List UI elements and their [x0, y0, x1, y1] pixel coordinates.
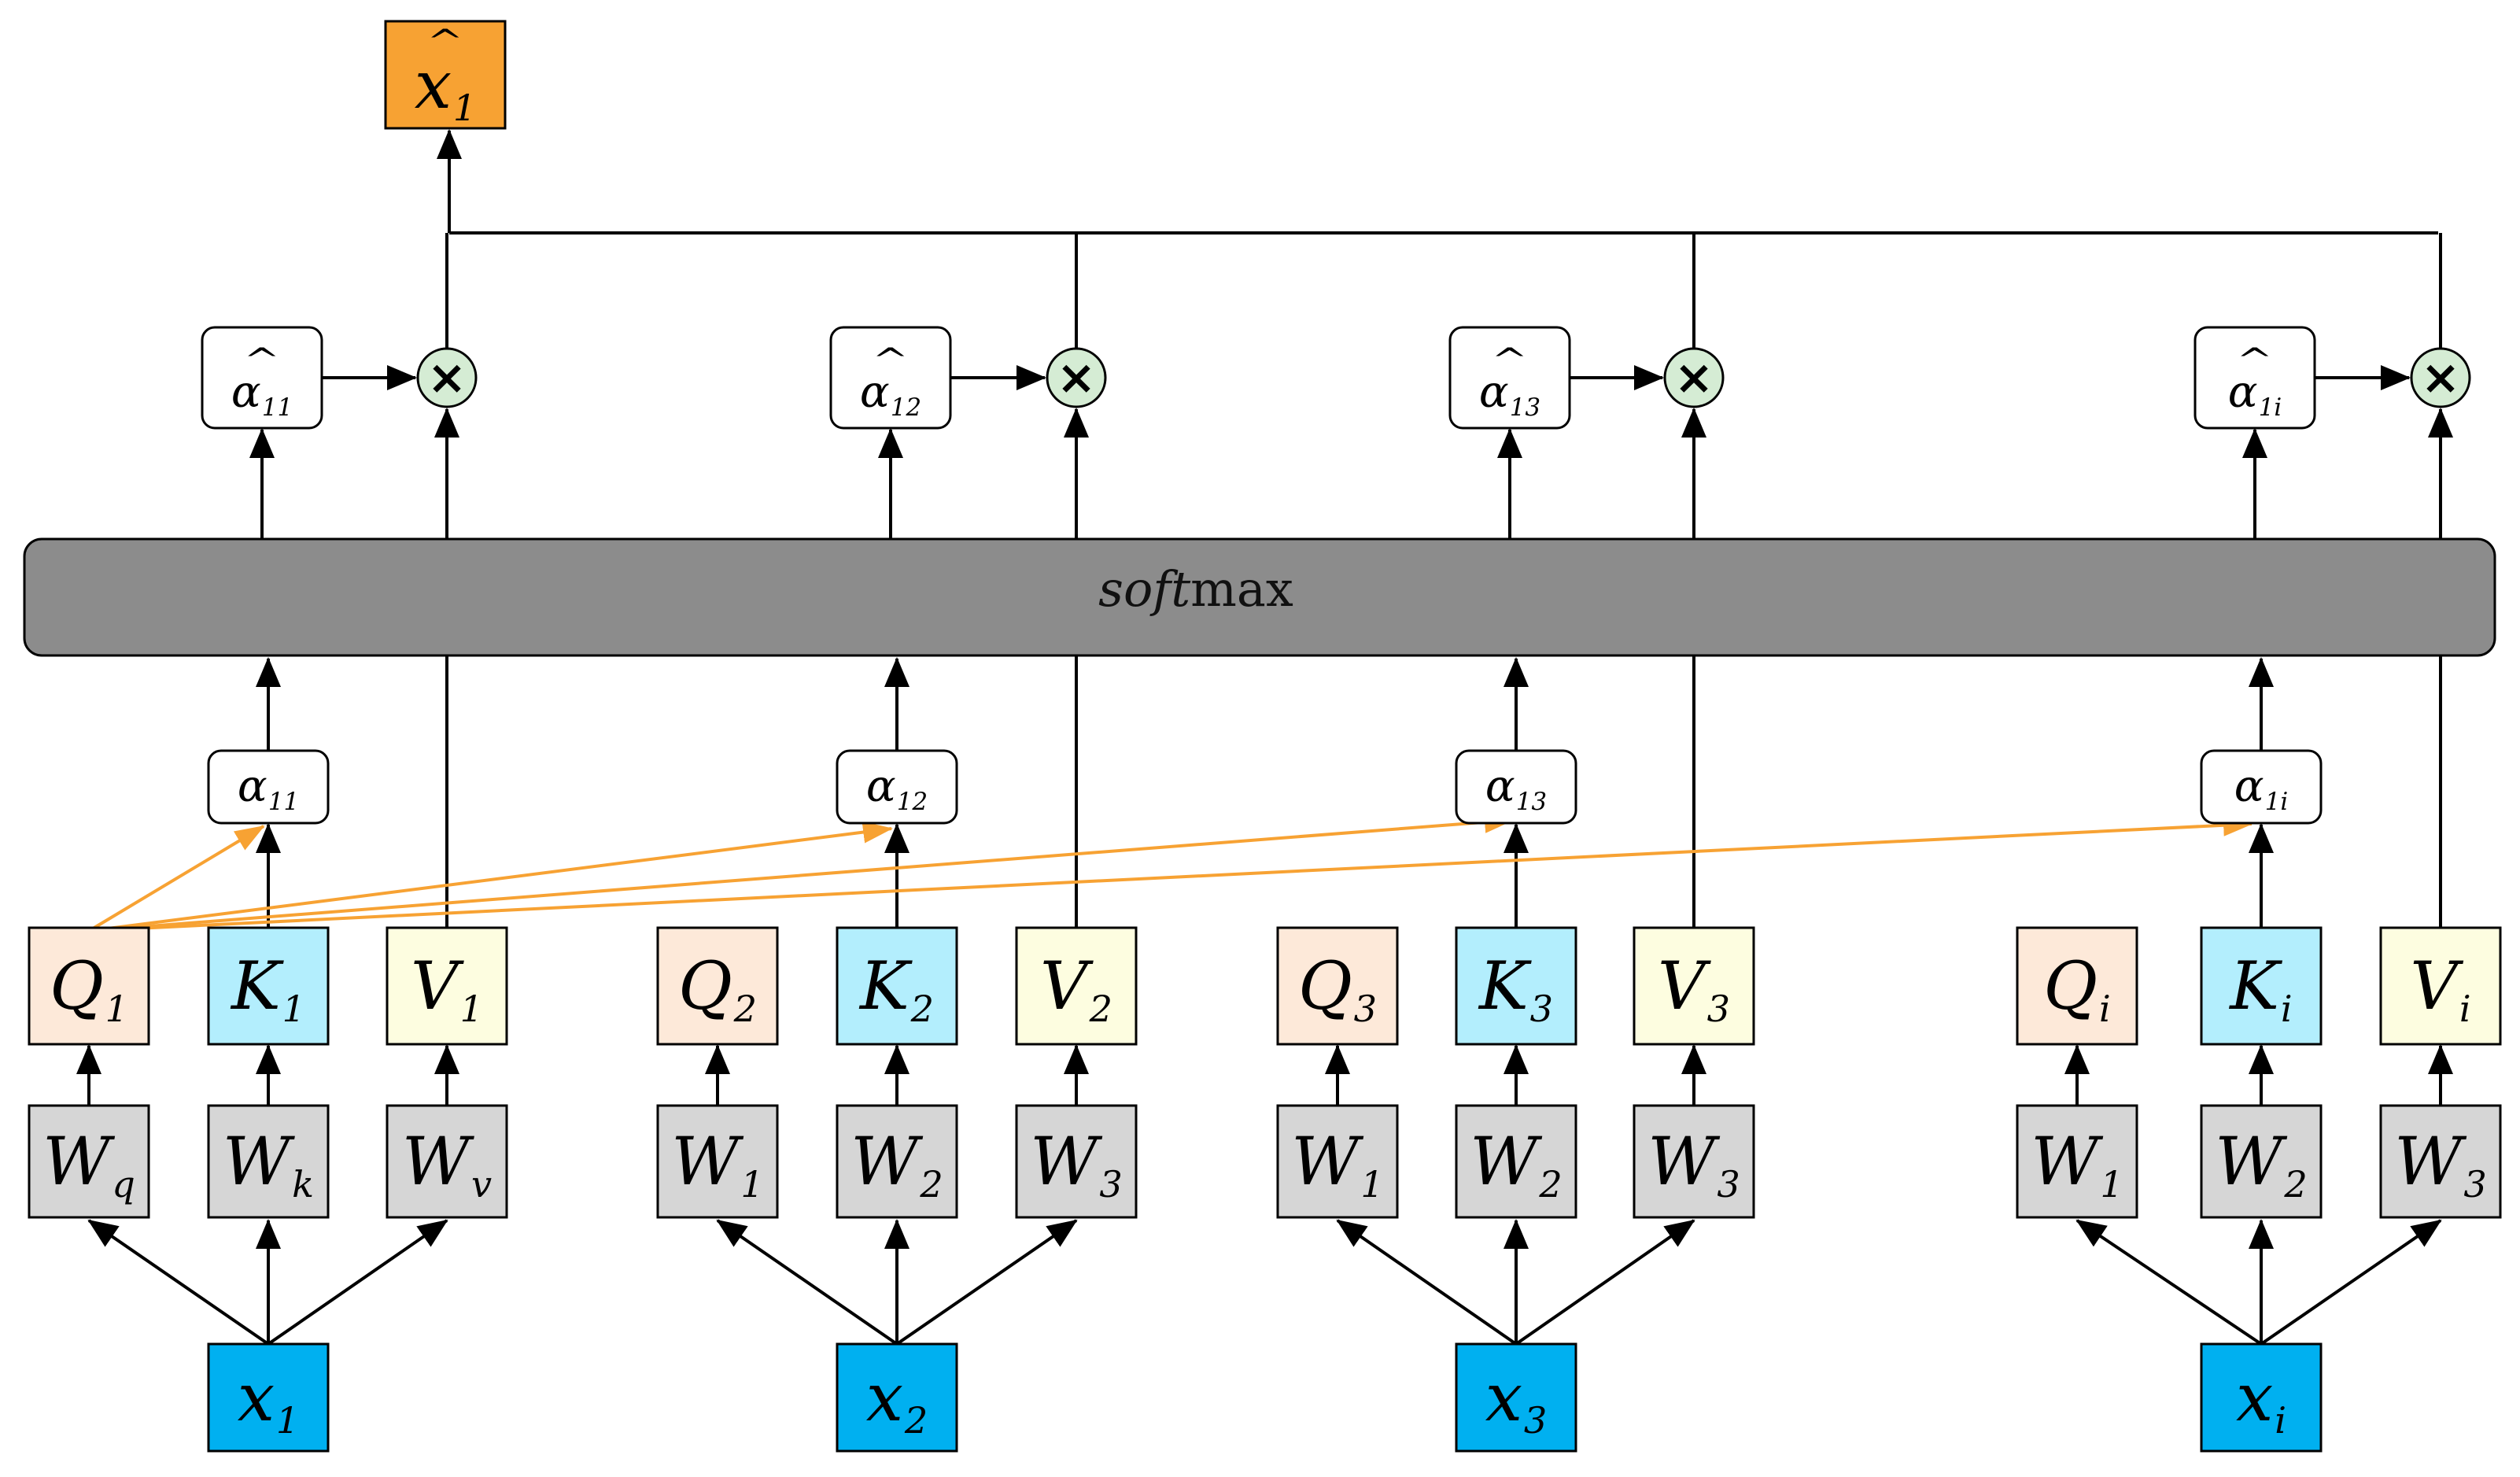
weight-box [1633, 1104, 1755, 1219]
input-to-weight-arrow [1336, 1219, 1518, 1346]
value-box [1015, 926, 1138, 1046]
score-alpha-box [836, 749, 958, 825]
key-box [207, 926, 330, 1046]
weight-box [2200, 1104, 2323, 1219]
query-box [656, 926, 779, 1046]
normalized-alpha-box [201, 326, 323, 430]
output-box [384, 20, 507, 130]
weight-box [2016, 1104, 2138, 1219]
input-to-weight-arrow [87, 1219, 270, 1346]
input-x-box [1455, 1342, 1577, 1453]
input-x-box [207, 1342, 330, 1453]
input-to-weight-arrow [267, 1219, 448, 1346]
query-score-arrow [88, 811, 1515, 932]
input-to-weight-arrow [1515, 1219, 1695, 1346]
diagram-edges [76, 129, 2453, 1346]
multiply-symbol: × [427, 350, 467, 405]
normalized-alpha-box [2193, 326, 2316, 430]
multiply-node [1046, 347, 1107, 408]
multiply-node [1663, 347, 1725, 408]
input-to-weight-arrow [895, 1219, 1078, 1346]
weight-box [836, 1104, 958, 1219]
key-box [836, 926, 958, 1046]
query-box [1276, 926, 1399, 1046]
value-box [386, 926, 508, 1046]
weight-box [2379, 1104, 2502, 1219]
multiply-symbol: × [1057, 350, 1096, 405]
value-box [1633, 926, 1755, 1046]
weight-box [1015, 1104, 1138, 1219]
multiply-node [2410, 347, 2471, 408]
score-alpha-box [207, 749, 330, 825]
query-score-arrow [88, 814, 2253, 932]
normalized-alpha-box [1448, 326, 1571, 430]
normalized-alpha-box [829, 326, 952, 430]
input-to-weight-arrow [716, 1219, 898, 1346]
softmax-bar [23, 537, 2496, 657]
key-box [1455, 926, 1577, 1046]
weight-box [1455, 1104, 1577, 1219]
query-score-arrow [88, 821, 893, 932]
input-x-box [2200, 1342, 2323, 1453]
key-box [2200, 926, 2323, 1046]
weight-box [1276, 1104, 1399, 1219]
score-alpha-box [2200, 749, 2323, 825]
input-to-weight-arrow [2075, 1219, 2263, 1346]
score-alpha-box [1455, 749, 1577, 825]
input-x-box [836, 1342, 958, 1453]
value-box [2379, 926, 2502, 1046]
weight-box [28, 1104, 150, 1219]
query-box [2016, 926, 2138, 1046]
multiply-symbol: × [1674, 350, 1714, 405]
query-score-arrow [87, 825, 265, 932]
input-to-weight-arrow [2260, 1219, 2442, 1346]
diagram-nodes: × × × × [23, 20, 2502, 1453]
weight-box [207, 1104, 330, 1219]
weight-box [386, 1104, 508, 1219]
multiply-node [416, 347, 478, 408]
weight-box [656, 1104, 779, 1219]
query-box [28, 926, 150, 1046]
multiply-symbol: × [2421, 350, 2460, 405]
